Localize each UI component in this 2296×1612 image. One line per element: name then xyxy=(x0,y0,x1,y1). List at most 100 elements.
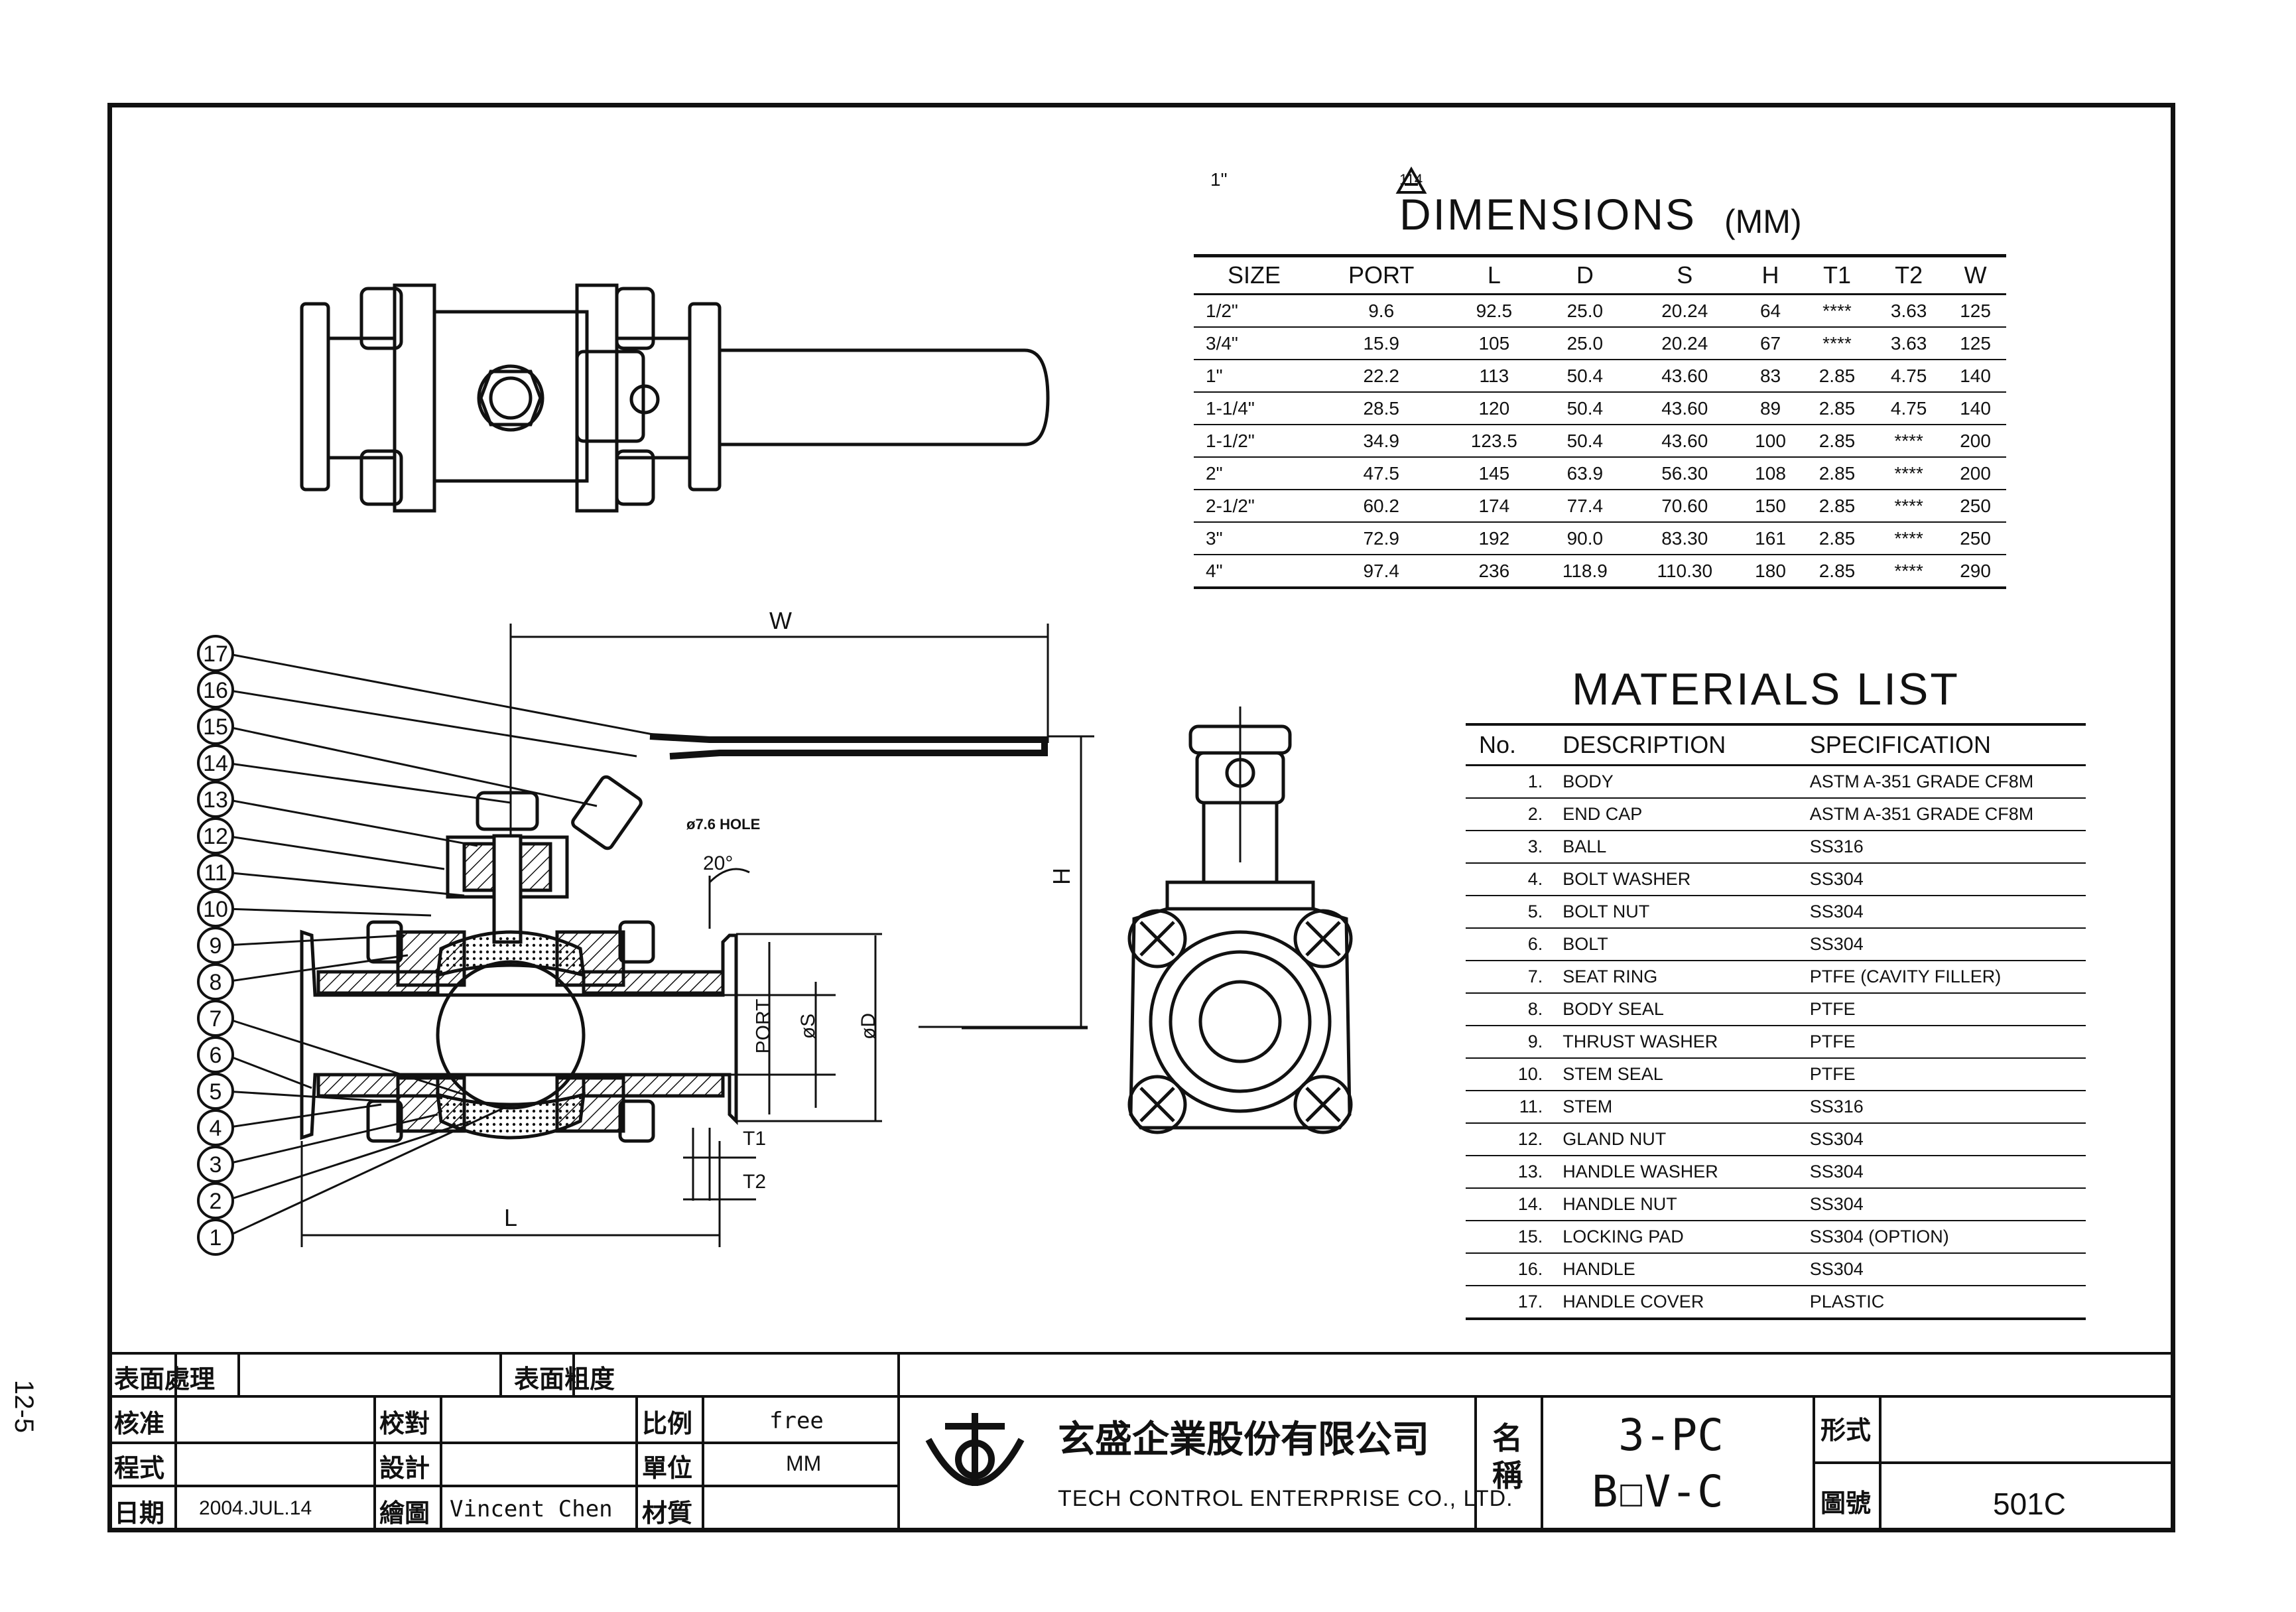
material-cell: PTFE xyxy=(1809,993,2086,1026)
designed-label: 設計 xyxy=(379,1453,430,1483)
dim-w-label: W xyxy=(769,607,792,634)
dim-cell: 192 xyxy=(1448,522,1541,555)
dim-cell: 125 xyxy=(1945,294,2006,328)
material-cell: HANDLE xyxy=(1563,1253,1810,1286)
material-cell: 10. xyxy=(1466,1058,1563,1091)
dim-cell: 1" xyxy=(1194,360,1315,393)
dim-cell: 50.4 xyxy=(1540,360,1630,393)
dim-cell: 200 xyxy=(1945,425,2006,458)
dim-cell: 105 xyxy=(1448,327,1541,360)
balloon-1: 1 xyxy=(210,1225,222,1250)
material-cell: SS304 xyxy=(1809,1188,2086,1221)
material-cell: THRUST WASHER xyxy=(1563,1026,1810,1059)
dim-col-header: S xyxy=(1629,254,1740,295)
dim-cell: 97.4 xyxy=(1314,555,1448,589)
dim-h-label: H xyxy=(1048,868,1075,885)
balloon-10: 10 xyxy=(203,897,228,922)
hole-note: ø7.6 HOLE xyxy=(686,816,761,833)
dimensions-title: DIMENSIONS xyxy=(1399,190,1697,239)
company-logo-icon xyxy=(925,1413,1025,1486)
material-cell: PLASTIC xyxy=(1809,1286,2086,1320)
dim-cell: 250 xyxy=(1945,490,2006,523)
balloon-12: 12 xyxy=(203,824,228,849)
balloon-7: 7 xyxy=(210,1006,222,1032)
material-col-header: DESCRIPTION xyxy=(1563,723,1810,766)
material-col-header: No. xyxy=(1466,723,1563,766)
material-cell: BODY xyxy=(1563,765,1810,799)
dim-cell: 3/4" xyxy=(1194,327,1315,360)
revision-triangle-icon xyxy=(1395,166,1427,194)
balloon-13: 13 xyxy=(203,787,228,813)
end-view xyxy=(1127,706,1353,1134)
material-cell: BOLT xyxy=(1563,928,1810,961)
dim-cell: 100 xyxy=(1740,425,1801,458)
material-cell: 8. xyxy=(1466,993,1563,1026)
dim-cell: 2" xyxy=(1194,457,1315,490)
dim-t1-label: T1 xyxy=(743,1128,767,1150)
dim-cell: 83.30 xyxy=(1629,522,1740,555)
material-cell: LOCKING PAD xyxy=(1563,1221,1810,1254)
material-cell: STEM xyxy=(1563,1091,1810,1124)
dim-cell: **** xyxy=(1873,457,1945,490)
dim-cell: 3.63 xyxy=(1873,327,1945,360)
material-cell: 5. xyxy=(1466,896,1563,929)
material-cell: SS304 xyxy=(1809,1253,2086,1286)
dim-cell: 290 xyxy=(1945,555,2006,589)
material-cell: 11. xyxy=(1466,1091,1563,1124)
surface-treatment-label: 表面處理 xyxy=(114,1364,216,1394)
section-view xyxy=(300,624,1094,1247)
dim-cell: 3.63 xyxy=(1873,294,1945,328)
dim-t2-label: T2 xyxy=(743,1171,767,1193)
dim-cell: 140 xyxy=(1945,392,2006,425)
dim-cell: 113 xyxy=(1448,360,1541,393)
material-cell: 2. xyxy=(1466,798,1563,831)
dim-cell: 110.30 xyxy=(1629,555,1740,589)
material-cell: HANDLE WASHER xyxy=(1563,1156,1810,1189)
dim-col-header: PORT xyxy=(1314,254,1448,295)
balloon-9: 9 xyxy=(210,933,222,959)
dim-col-header: SIZE xyxy=(1194,254,1315,295)
revision-number: 114 xyxy=(1399,171,1423,188)
material-cell: BOLT WASHER xyxy=(1563,863,1810,896)
dim-cell: 108 xyxy=(1740,457,1801,490)
dim-cell: 174 xyxy=(1448,490,1541,523)
dim-col-header: W xyxy=(1945,254,2006,295)
dim-cell: 4" xyxy=(1194,555,1315,589)
dim-cell: **** xyxy=(1801,327,1874,360)
dim-cell: 72.9 xyxy=(1314,522,1448,555)
dim-cell: **** xyxy=(1873,425,1945,458)
dim-cell: 180 xyxy=(1740,555,1801,589)
material-cell: BALL xyxy=(1563,831,1810,864)
material-cell: SS304 (OPTION) xyxy=(1809,1221,2086,1254)
balloon-6: 6 xyxy=(210,1043,222,1068)
dim-col-header: L xyxy=(1448,254,1541,295)
dim-angle-label: 20° xyxy=(703,852,733,874)
material-cell: SS304 xyxy=(1809,928,2086,961)
dim-cell: 118.9 xyxy=(1540,555,1630,589)
dim-cell: 200 xyxy=(1945,457,2006,490)
process-label: 程式 xyxy=(114,1453,165,1483)
title-block-lines xyxy=(109,1352,2174,1532)
drawing-no-value: 501C xyxy=(1993,1487,2066,1521)
material-cell: PTFE (CAVITY FILLER) xyxy=(1809,961,2086,994)
balloon-leaders xyxy=(225,652,664,1239)
balloon-15: 15 xyxy=(203,714,228,740)
material-cell: 13. xyxy=(1466,1156,1563,1189)
dim-cell: 47.5 xyxy=(1314,457,1448,490)
drawing-frame xyxy=(107,103,2175,1532)
dim-cell: 64 xyxy=(1740,294,1801,328)
